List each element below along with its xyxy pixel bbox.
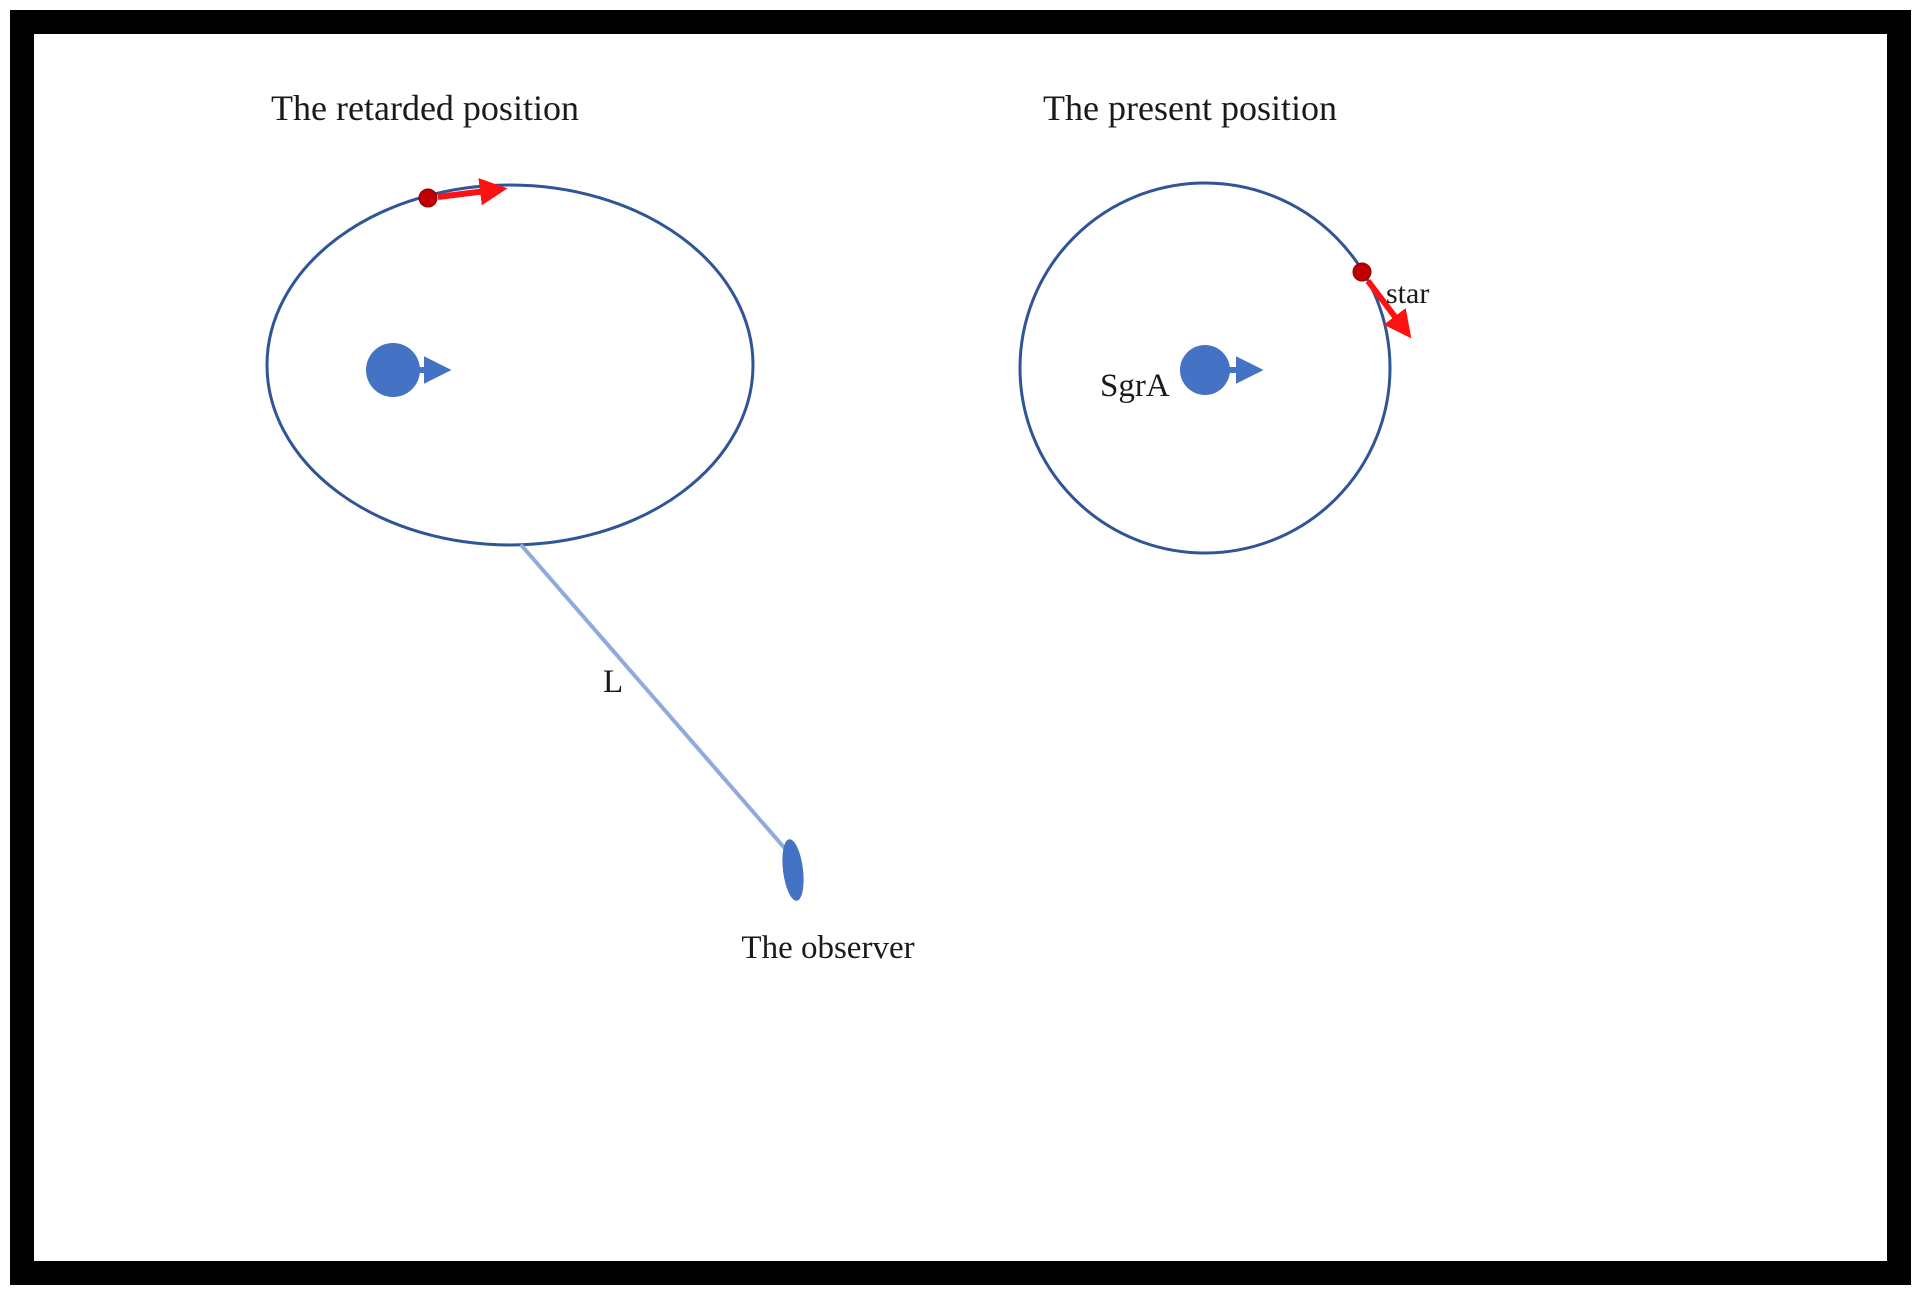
observer-label: The observer	[741, 930, 914, 966]
observer-marker	[782, 839, 804, 901]
title-present-position: The present position	[1043, 88, 1337, 128]
sgra-label: SgrA	[1100, 368, 1170, 404]
blackhole-dot-right	[1180, 345, 1230, 395]
distance-label: L	[603, 664, 623, 700]
star-dot-left	[418, 188, 438, 208]
frame-border	[10, 10, 1911, 1285]
blackhole-dot-left	[366, 343, 420, 397]
star-velocity-arrow-left	[437, 178, 508, 206]
left-orbit-ellipse	[265, 183, 755, 547]
star-label: star	[1386, 277, 1429, 310]
sightline	[520, 544, 790, 854]
star-dot-right	[1352, 262, 1372, 282]
right-orbit-circle	[1018, 181, 1392, 555]
star-velocity-arrow-right	[1365, 279, 1412, 339]
title-retarded-position: The retarded position	[271, 88, 579, 128]
